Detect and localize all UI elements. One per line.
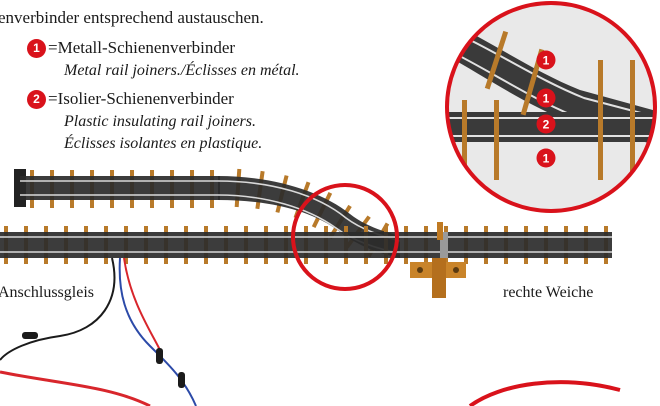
wire-black (0, 257, 116, 361)
caption-siding: Anschlussgleis (0, 284, 94, 301)
legend-desc-metal: Metal rail joiners./Éclisses en métal. (64, 62, 300, 79)
drive-screw-left (417, 267, 423, 273)
detail-magnifier: 1 1 2 1 (445, 1, 657, 213)
legend-desc-plastic-fr: Éclisses isolantes en plastique. (64, 135, 263, 152)
marker-badge-2: 2 (27, 90, 46, 109)
partial-circle-lower-right (468, 380, 621, 406)
red-arc-lower-left (0, 370, 151, 406)
turnout-drive (410, 222, 466, 298)
detail-marker-d: 1 (536, 148, 556, 168)
lower-track-bed (0, 232, 612, 258)
legend-label-metal: =Metall-Schienenverbinder (48, 38, 236, 57)
intro-text: enverbinder entsprechend austauschen. (0, 8, 264, 27)
drive-rod (437, 222, 443, 240)
wire-connector-2 (156, 348, 163, 364)
wire-connector-1 (22, 332, 38, 339)
legend-label-plastic: =Isolier-Schienenverbinder (48, 89, 234, 108)
svg-text:1: 1 (543, 152, 550, 166)
drive-screw-right (453, 267, 459, 273)
detail-circle-outline (445, 1, 657, 213)
svg-text:1: 1 (543, 92, 550, 106)
turnout-frog (440, 232, 448, 258)
caption-turnout: rechte Weiche (503, 284, 594, 301)
detail-marker-b: 1 (536, 88, 556, 108)
legend-desc-plastic-en: Plastic insulating rail joiners. (64, 113, 257, 130)
detail-marker-a: 1 (536, 50, 556, 70)
junction-highlight-circle (291, 183, 399, 291)
marker-badge-1: 1 (27, 39, 46, 58)
detail-marker-c: 2 (536, 114, 556, 134)
feeder-wires (0, 257, 197, 406)
drive-lever (432, 258, 446, 298)
wire-red (123, 257, 161, 351)
wire-connector-3 (178, 372, 185, 388)
lower-track (0, 226, 612, 264)
svg-text:1: 1 (543, 54, 550, 68)
upper-track-bed (20, 176, 220, 200)
svg-text:2: 2 (543, 118, 550, 132)
